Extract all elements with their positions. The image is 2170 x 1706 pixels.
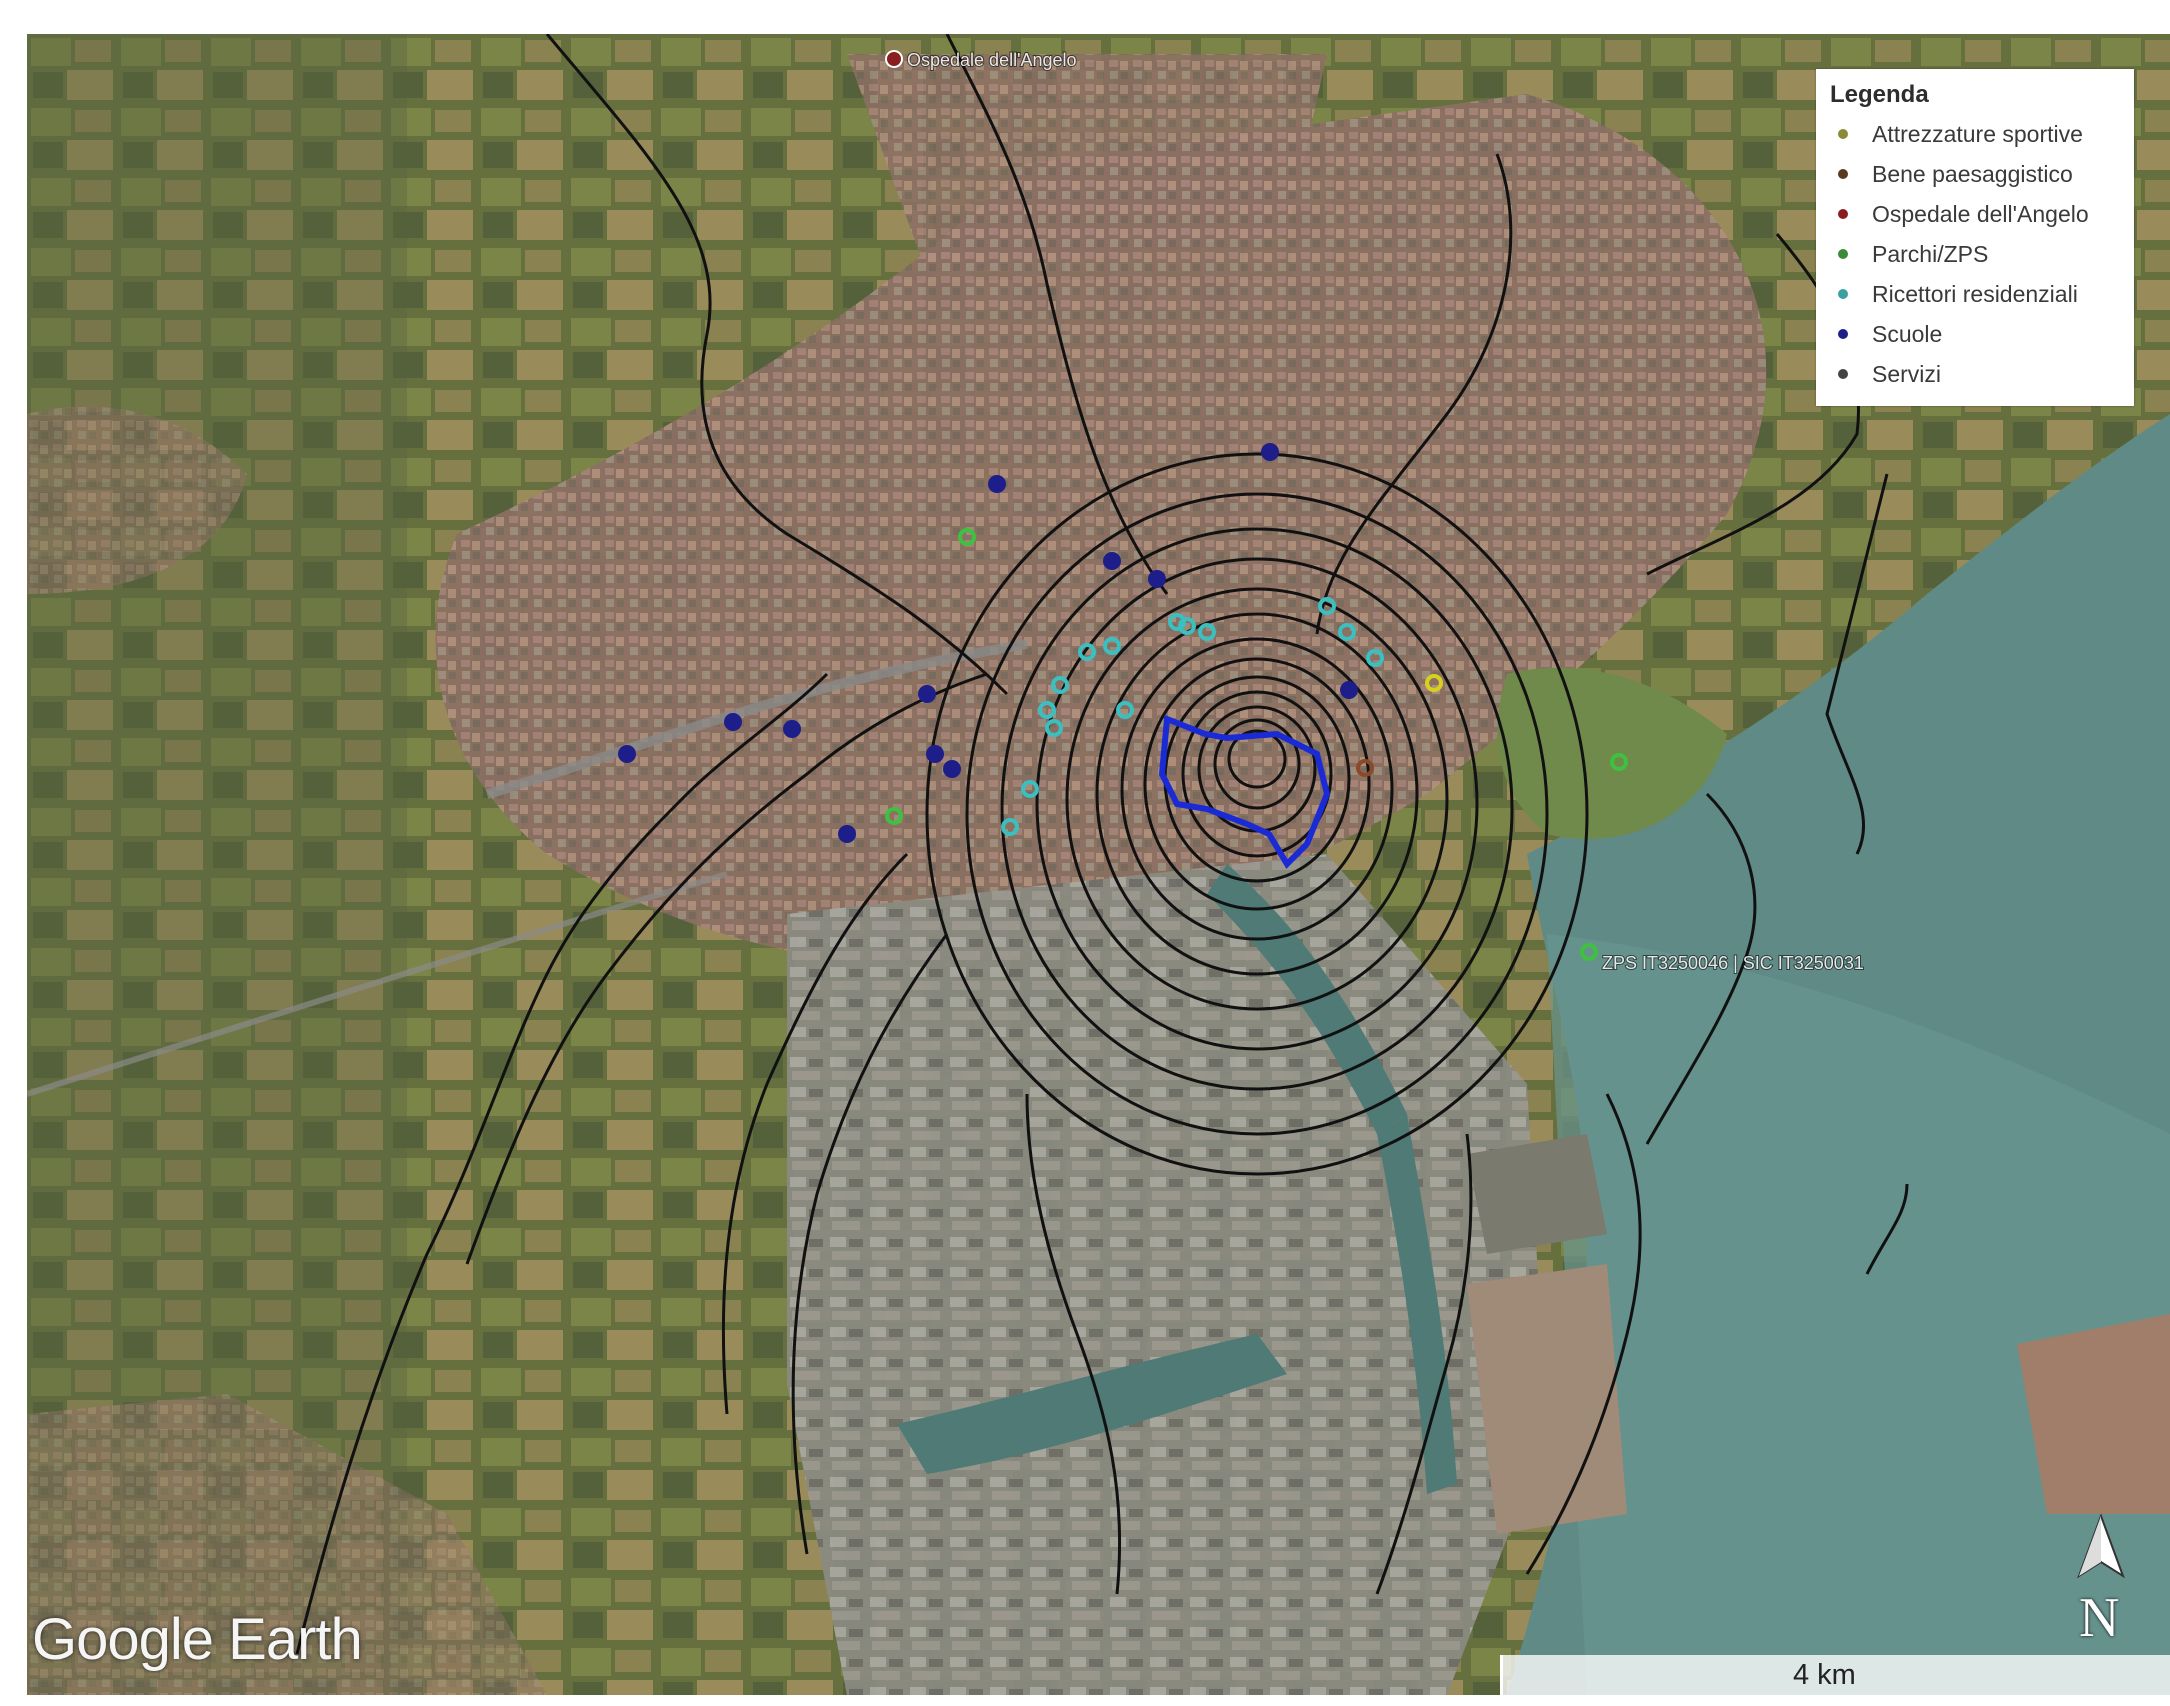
map-view[interactable]: Ospedale dell'Angelo <box>27 34 2170 1695</box>
contour-lines <box>295 34 1909 1655</box>
hospital-marker <box>885 50 903 68</box>
satellite-map: Ospedale dell'Angelo <box>27 34 2170 1695</box>
legend-label: Attrezzature sportive <box>1872 120 2083 147</box>
legend-label: Bene paesaggistico <box>1872 160 2073 187</box>
legend-dot-icon <box>1838 209 1848 219</box>
legend-label: Ospedale dell'Angelo <box>1872 200 2089 227</box>
legend-label: Servizi <box>1872 360 1942 387</box>
school-markers <box>618 443 1358 843</box>
residential-markers <box>1001 597 1384 836</box>
park-markers <box>885 528 1628 961</box>
legend-dot-icon <box>1838 129 1848 139</box>
hospital-label: Ospedale dell'Angelo <box>907 50 1077 70</box>
legend-item-sports: Attrezzature sportive <box>1830 117 2083 151</box>
legend-item-services: Servizi <box>1830 357 1941 391</box>
scale-bar: 4 km <box>1500 1655 2170 1695</box>
sports-marker <box>1425 674 1443 692</box>
legend-item-parks: Parchi/ZPS <box>1830 237 1988 271</box>
legend: Legenda Attrezzature sportive Bene paesa… <box>1816 69 2134 406</box>
legend-item-residential: Ricettori residenziali <box>1830 277 2078 311</box>
legend-dot-icon <box>1838 329 1848 339</box>
site-outline <box>1158 714 1331 869</box>
legend-item-landscape: Bene paesaggistico <box>1830 157 2073 191</box>
north-label: N <box>2079 1587 2120 1649</box>
legend-item-schools: Scuole <box>1830 317 1942 351</box>
legend-label: Parchi/ZPS <box>1872 240 1989 267</box>
legend-dot-icon <box>1838 369 1848 379</box>
legend-dot-icon <box>1838 169 1848 179</box>
legend-label: Scuole <box>1872 320 1943 347</box>
scale-label: 4 km <box>1793 1659 1856 1691</box>
legend-label: Ricettori residenziali <box>1872 280 2078 307</box>
google-earth-logo: Google Earth <box>32 1607 363 1672</box>
legend-dot-icon <box>1838 249 1848 259</box>
landscape-marker <box>1356 759 1374 777</box>
zps-label: ZPS IT3250046 | SIC IT3250031 <box>1602 953 1864 973</box>
legend-title: Legenda <box>1830 81 1929 108</box>
legend-item-hospital: Ospedale dell'Angelo <box>1830 197 2089 231</box>
legend-dot-icon <box>1838 289 1848 299</box>
north-arrow-icon: N <box>2071 1514 2131 1664</box>
